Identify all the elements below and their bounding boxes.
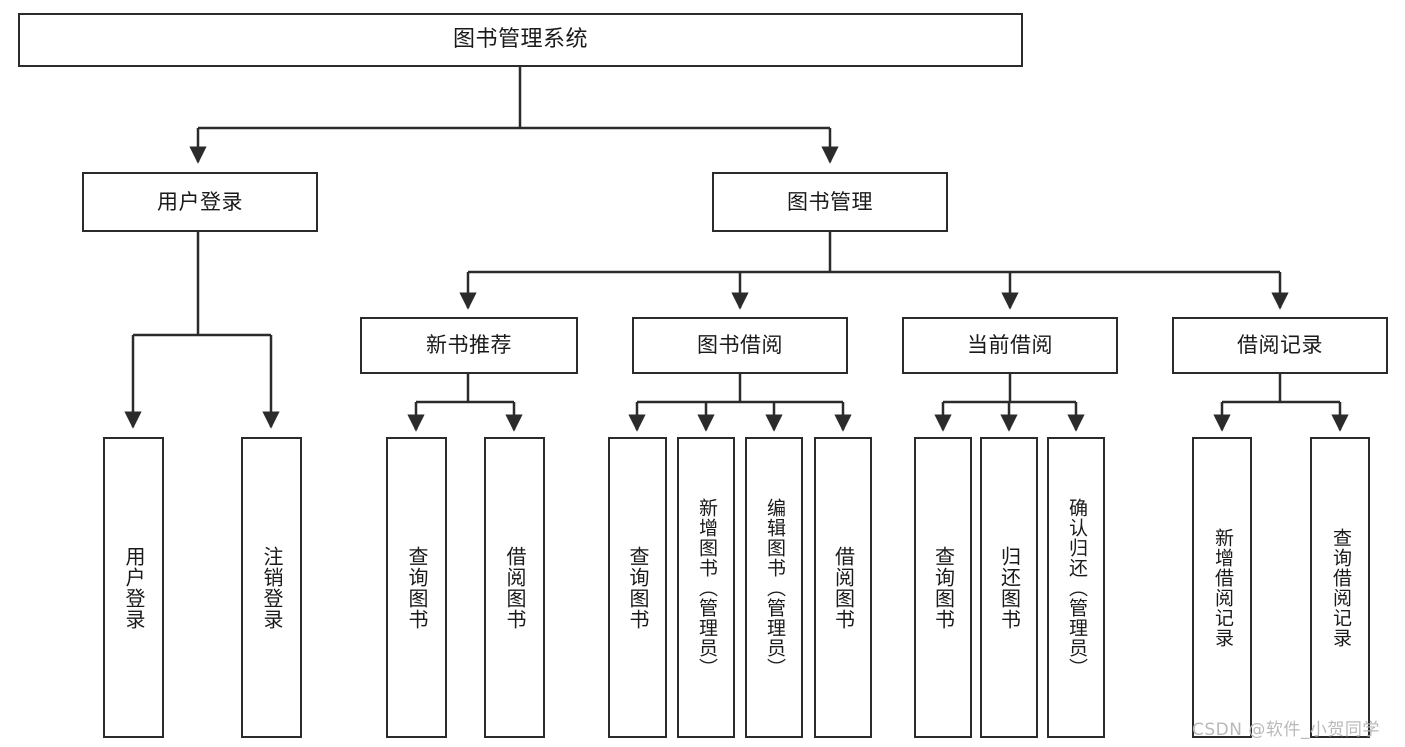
node-label: 新增图书（管理员） bbox=[695, 497, 718, 678]
node-label: 图书借阅 bbox=[697, 333, 783, 358]
node-label: 查询借阅记录 bbox=[1329, 527, 1352, 648]
leaf-new-book-borrow[interactable]: 借阅图书 bbox=[484, 437, 545, 738]
node-new-book-recommend[interactable]: 新书推荐 bbox=[360, 317, 578, 374]
node-label: 用户登录 bbox=[157, 189, 243, 214]
leaf-book-borrow-lend[interactable]: 借阅图书 bbox=[814, 437, 872, 738]
leaf-book-borrow-add[interactable]: 新增图书（管理员） bbox=[677, 437, 735, 738]
node-label: 编辑图书（管理员） bbox=[763, 497, 786, 678]
leaf-user-login-signin[interactable]: 用户登录 bbox=[103, 437, 164, 738]
node-current-borrow[interactable]: 当前借阅 bbox=[902, 317, 1118, 374]
node-label: 用户登录 bbox=[122, 545, 146, 630]
leaf-current-borrow-query[interactable]: 查询图书 bbox=[914, 437, 972, 738]
leaf-current-borrow-confirm-return[interactable]: 确认归还（管理员） bbox=[1047, 437, 1105, 738]
node-label: 查询图书 bbox=[626, 545, 650, 630]
node-label: 新增借阅记录 bbox=[1211, 527, 1234, 648]
csdn-watermark: CSDN @软件_小贺同学 bbox=[1192, 720, 1380, 740]
leaf-current-borrow-return[interactable]: 归还图书 bbox=[980, 437, 1038, 738]
leaf-book-borrow-edit[interactable]: 编辑图书（管理员） bbox=[745, 437, 803, 738]
leaf-borrow-record-add[interactable]: 新增借阅记录 bbox=[1192, 437, 1252, 738]
leaf-new-book-query[interactable]: 查询图书 bbox=[386, 437, 447, 738]
node-label: 查询图书 bbox=[405, 545, 429, 630]
node-user-login[interactable]: 用户登录 bbox=[82, 172, 318, 232]
node-book-management[interactable]: 图书管理 bbox=[712, 172, 948, 232]
node-label: 归还图书 bbox=[997, 545, 1022, 630]
node-label: 借阅图书 bbox=[831, 545, 856, 630]
node-label: 借阅图书 bbox=[503, 545, 527, 630]
node-label: 借阅记录 bbox=[1237, 333, 1323, 358]
leaf-book-borrow-query[interactable]: 查询图书 bbox=[608, 437, 667, 738]
node-label: 图书管理 bbox=[787, 189, 873, 214]
leaf-borrow-record-query[interactable]: 查询借阅记录 bbox=[1310, 437, 1370, 738]
node-book-borrow[interactable]: 图书借阅 bbox=[632, 317, 848, 374]
node-borrow-record[interactable]: 借阅记录 bbox=[1172, 317, 1388, 374]
node-label: 查询图书 bbox=[931, 545, 956, 630]
leaf-user-login-signout[interactable]: 注销登录 bbox=[241, 437, 302, 738]
node-label: 当前借阅 bbox=[967, 333, 1053, 358]
node-label: 注销登录 bbox=[260, 545, 284, 630]
node-root-system[interactable]: 图书管理系统 bbox=[18, 13, 1023, 67]
node-label: 新书推荐 bbox=[426, 333, 512, 358]
node-label: 确认归还（管理员） bbox=[1065, 497, 1088, 678]
node-label: 图书管理系统 bbox=[452, 27, 588, 53]
